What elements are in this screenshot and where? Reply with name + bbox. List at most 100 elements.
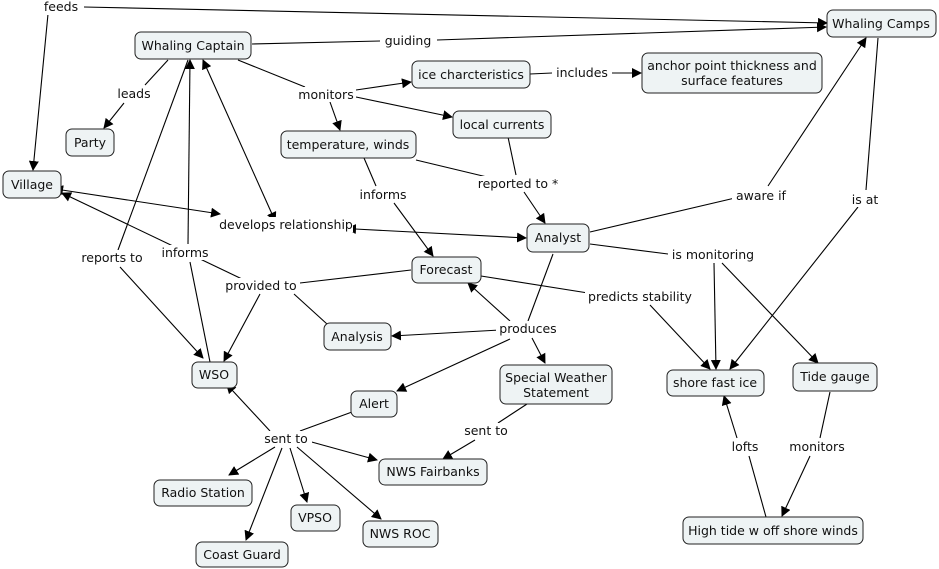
node-local-currents[interactable]: local currents [452,110,552,139]
edge-informs-to-captain [184,59,195,245]
node-village[interactable]: Village [2,170,62,199]
edge-sent-to-to-nws-roc [296,446,382,520]
edge-forecast-to-predicts [480,275,589,294]
edge-currents-to-reported [507,136,517,176]
edge-lofts-to-shore-ice [721,395,738,439]
edge-aware-to-whaling-camps [767,37,867,187]
edge-analyst-to-produces [527,253,554,322]
node-analyst[interactable]: Analyst [526,223,590,253]
svg-text:sent to: sent to [464,423,508,438]
node-nws-roc[interactable]: NWS ROC [362,520,439,548]
node-whaling-captain[interactable]: Whaling Captain [134,31,252,60]
edge-feeds-to-whaling-camps [83,6,828,28]
link-label-produces: produces [496,321,560,336]
svg-text:feeds: feeds [44,0,78,14]
link-label-monitors-tide: monitors [785,439,849,454]
svg-text:local currents: local currents [460,117,545,132]
edge-feeds-to-village [28,13,49,171]
edge-reported-to-analyst [523,191,546,224]
node-alert[interactable]: Alert [350,390,398,418]
edges [28,6,879,541]
svg-text:is monitoring: is monitoring [672,247,754,262]
edge-is-monitoring-to-shore-ice [710,262,721,370]
svg-text:Party: Party [74,135,107,150]
svg-text:WSO: WSO [199,367,229,382]
svg-text:VPSO: VPSO [298,510,332,525]
node-forecast[interactable]: Forecast [411,256,482,284]
link-label-aware-if: aware if [732,188,790,203]
edge-is-monitoring-to-tide [721,262,819,364]
svg-text:temperature, winds: temperature, winds [287,137,410,152]
link-label-leads: leads [114,86,154,101]
edge-alert-to-sent-to [299,411,353,432]
link-label-lofts: lofts [727,439,763,454]
node-coast-guard[interactable]: Coast Guard [195,541,289,568]
edge-ice-to-includes [529,72,553,75]
edge-analysis-to-provided [293,293,328,325]
edge-monitors-to-currents [355,96,453,121]
edge-sent-to-to-coast-guard [244,447,283,541]
edge-wso-to-sent-to [225,383,271,432]
node-nws-fairbanks[interactable]: NWS Fairbanks [378,458,488,486]
edge-monitors-to-temperature [329,101,342,131]
node-anchor-point[interactable]: anchor point thickness and surface featu… [641,52,823,94]
concepts: Whaling Captain Whaling Camps ice charct… [2,9,937,568]
svg-text:shore fast ice: shore fast ice [673,375,757,390]
edge-sent-to-to-fairbanks [442,439,476,460]
edge-captain-to-reports [117,59,189,251]
edge-temperature-to-informs [363,157,377,187]
node-vpso[interactable]: VPSO [290,504,341,532]
svg-text:NWS ROC: NWS ROC [370,526,431,541]
edge-provided-to-village [61,192,243,280]
node-tide-gauge[interactable]: Tide gauge [792,362,878,392]
svg-text:informs: informs [161,245,208,260]
edge-captain-to-monitors [237,59,306,88]
link-label-informs-wso: informs [158,245,212,260]
svg-text:monitors: monitors [789,439,844,454]
svg-text:aware if: aware if [736,188,787,203]
node-special-weather-statement[interactable]: Special Weather Statement [499,364,613,405]
edge-monitors-to-high-tide [781,455,811,517]
edge-village-to-develops [53,185,221,218]
svg-text:Statement: Statement [523,385,589,400]
node-high-tide-off-shore-winds[interactable]: High tide w off shore winds [682,516,864,545]
link-label-is-at: is at [846,192,884,207]
node-party[interactable]: Party [65,128,115,157]
edge-camps-to-is-at [865,37,879,191]
link-label-monitors: monitors [296,87,356,102]
edge-develops-to-captain [202,59,277,223]
svg-text:Coast Guard: Coast Guard [203,547,281,562]
node-shore-fast-ice[interactable]: shore fast ice [666,369,765,397]
edge-sent-to-to-vpso [289,447,310,503]
svg-text:anchor point thickness and: anchor point thickness and [647,58,817,73]
node-analysis[interactable]: Analysis [323,322,392,351]
edge-produces-to-analysis [391,329,501,341]
edge-sent-to-to-fairbanks-2 [307,440,378,463]
link-label-sent-to-alert: sent to [260,431,312,446]
node-wso[interactable]: WSO [191,361,238,389]
svg-text:Whaling Captain: Whaling Captain [142,38,245,53]
node-whaling-camps[interactable]: Whaling Camps [826,9,937,38]
link-label-provided-to: provided to [222,278,300,293]
edge-high-tide-to-lofts [748,455,767,518]
link-label-sent-to-sws: sent to [460,423,512,438]
edge-temperature-to-reported [415,159,488,178]
edge-informs-to-forecast [393,202,434,257]
node-radio-station[interactable]: Radio Station [153,479,253,507]
link-label-feeds: feeds [41,0,81,15]
edge-captain-to-leads [144,59,169,86]
link-label-informs-temperature: informs [356,187,410,202]
edge-captain-to-guiding [251,40,381,45]
svg-text:includes: includes [556,65,608,80]
node-temperature-winds[interactable]: temperature, winds [280,130,417,159]
edge-analyst-to-aware [589,197,736,233]
node-ice-characteristics[interactable]: ice charcteristics [411,60,531,89]
edge-provided-to-wso [223,293,261,362]
svg-text:High tide w off shore winds: High tide w off shore winds [688,523,858,538]
svg-text:develops relationship: develops relationship [219,217,353,232]
svg-text:provided to: provided to [225,278,296,293]
svg-text:reported to *: reported to * [478,176,559,191]
svg-text:is at: is at [852,192,879,207]
edge-predicts-to-shore-ice [649,304,711,370]
edge-forecast-to-provided [299,269,412,284]
